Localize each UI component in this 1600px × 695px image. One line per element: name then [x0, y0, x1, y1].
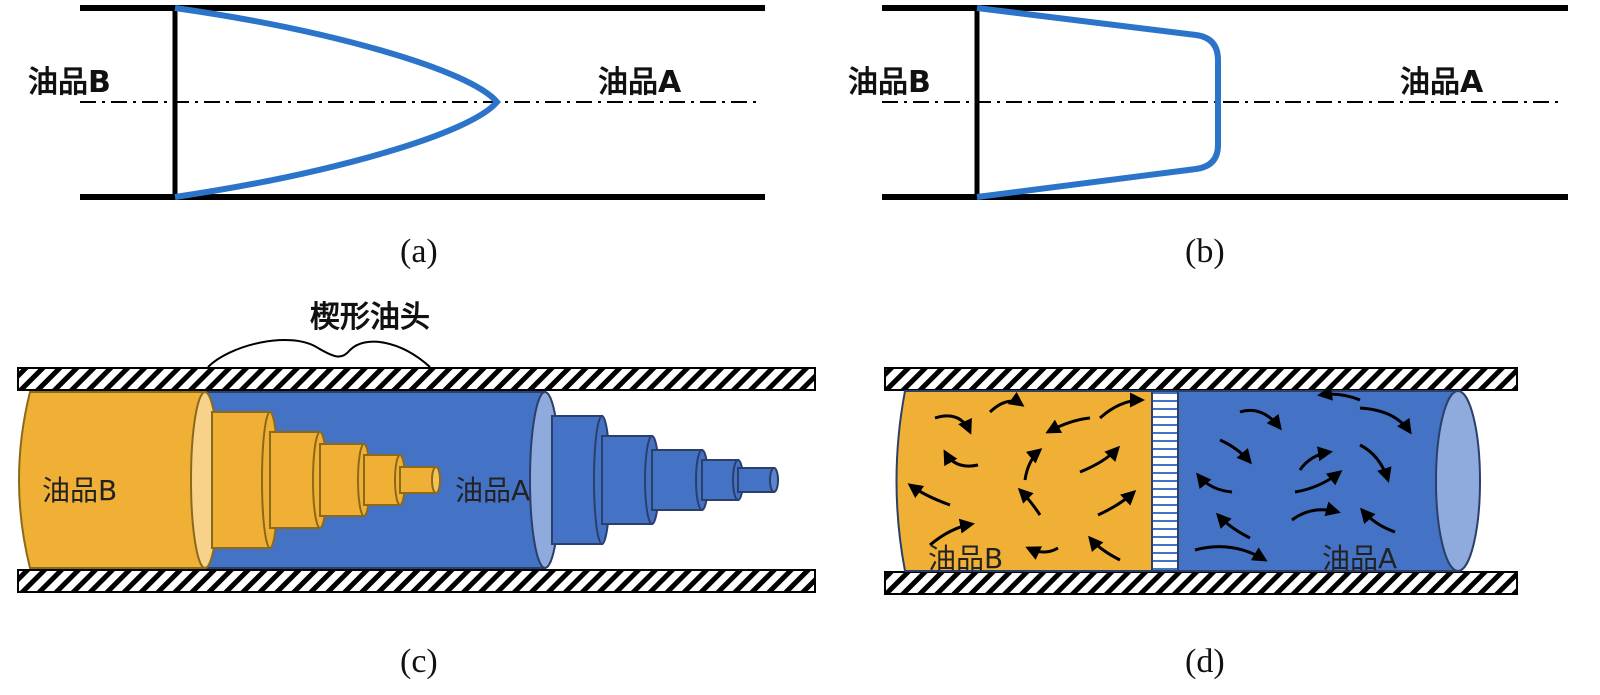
oil-a-end-face: [1435, 390, 1481, 572]
caption-b: (b): [1185, 233, 1225, 270]
turbulence-arrow: [934, 414, 972, 435]
turbulence-arrow: [929, 518, 975, 547]
turbulence-arrow: [1360, 507, 1396, 534]
turbulence-arrow: [1079, 445, 1121, 474]
caption-a: (a): [400, 233, 438, 270]
wedge-step: [651, 449, 703, 511]
turbulence-arrow: [1045, 416, 1091, 434]
oil-b-body: [18, 391, 206, 569]
annotation-brace: [207, 339, 431, 368]
turbulence-arrow: [1291, 501, 1341, 522]
turbulence-arrow: [1097, 489, 1137, 517]
wedge-step: [211, 411, 271, 549]
flat-profile: [976, 5, 1221, 200]
label-oil-a: 油品A: [598, 65, 682, 100]
turbulence-arrow: [1194, 545, 1268, 562]
label-oil-b: 油品B: [42, 474, 117, 507]
turbulence-arrow: [1359, 406, 1412, 435]
panel-a: 油品B 油品A (a): [28, 5, 765, 270]
turbulence-arrow: [1239, 408, 1282, 431]
caption-d: (d): [1185, 643, 1225, 680]
label-oil-b: 油品B: [848, 65, 931, 100]
turbulence-arrow: [1294, 470, 1343, 494]
caption-c: (c): [400, 643, 438, 680]
turbulence-arrow: [1317, 385, 1361, 402]
turbulence-arrow: [1088, 535, 1121, 562]
turbulence-arrow: [1215, 512, 1251, 540]
pipe-wall-bottom: [17, 569, 816, 593]
pipe-wall-top: [884, 367, 1518, 391]
turbulence-arrow: [907, 483, 951, 507]
turbulence-arrows-oil-b: [907, 391, 1145, 562]
turbulence-arrow: [1023, 448, 1043, 481]
mixing-interface: [1151, 390, 1179, 572]
label-oil-a: 油品A: [1400, 65, 1484, 100]
wedge-step: [737, 467, 775, 493]
turbulence-arrow: [1017, 487, 1042, 516]
turbulence-arrow: [1196, 472, 1233, 494]
wedge-step: [601, 435, 653, 525]
label-oil-b: 油品B: [928, 542, 1003, 575]
panel-d: 油品B 油品A (d): [884, 367, 1518, 680]
turbulence-arrow: [988, 391, 1025, 414]
parabolic-profile: [174, 5, 501, 200]
panel-c: 楔形油头 油品B 油品A (c): [17, 300, 816, 680]
turbulence-arrow: [1219, 438, 1252, 465]
pipe-wall-bottom: [884, 571, 1518, 595]
panel-b: 油品B 油品A (b): [848, 5, 1568, 270]
label-oil-b: 油品B: [28, 65, 111, 100]
label-oil-a: 油品A: [455, 474, 530, 507]
pipe-wall-top: [17, 367, 816, 391]
turbulence-arrow: [1098, 392, 1145, 420]
wedge-step-face: [769, 467, 779, 493]
oil-a-body: [1164, 390, 1461, 572]
wedge-step-face: [431, 466, 441, 494]
turbulence-arrow: [1025, 546, 1059, 560]
wedge-step: [319, 443, 365, 517]
turbulence-arrow: [943, 449, 979, 468]
turbulence-arrow: [1359, 443, 1392, 483]
turbulence-arrows-oil-a: [1194, 385, 1412, 562]
label-oil-a: 油品A: [1322, 542, 1397, 575]
annotation-wedge-head: 楔形油头: [310, 300, 430, 335]
turbulence-arrow: [1298, 446, 1333, 471]
wedge-step: [399, 466, 437, 494]
